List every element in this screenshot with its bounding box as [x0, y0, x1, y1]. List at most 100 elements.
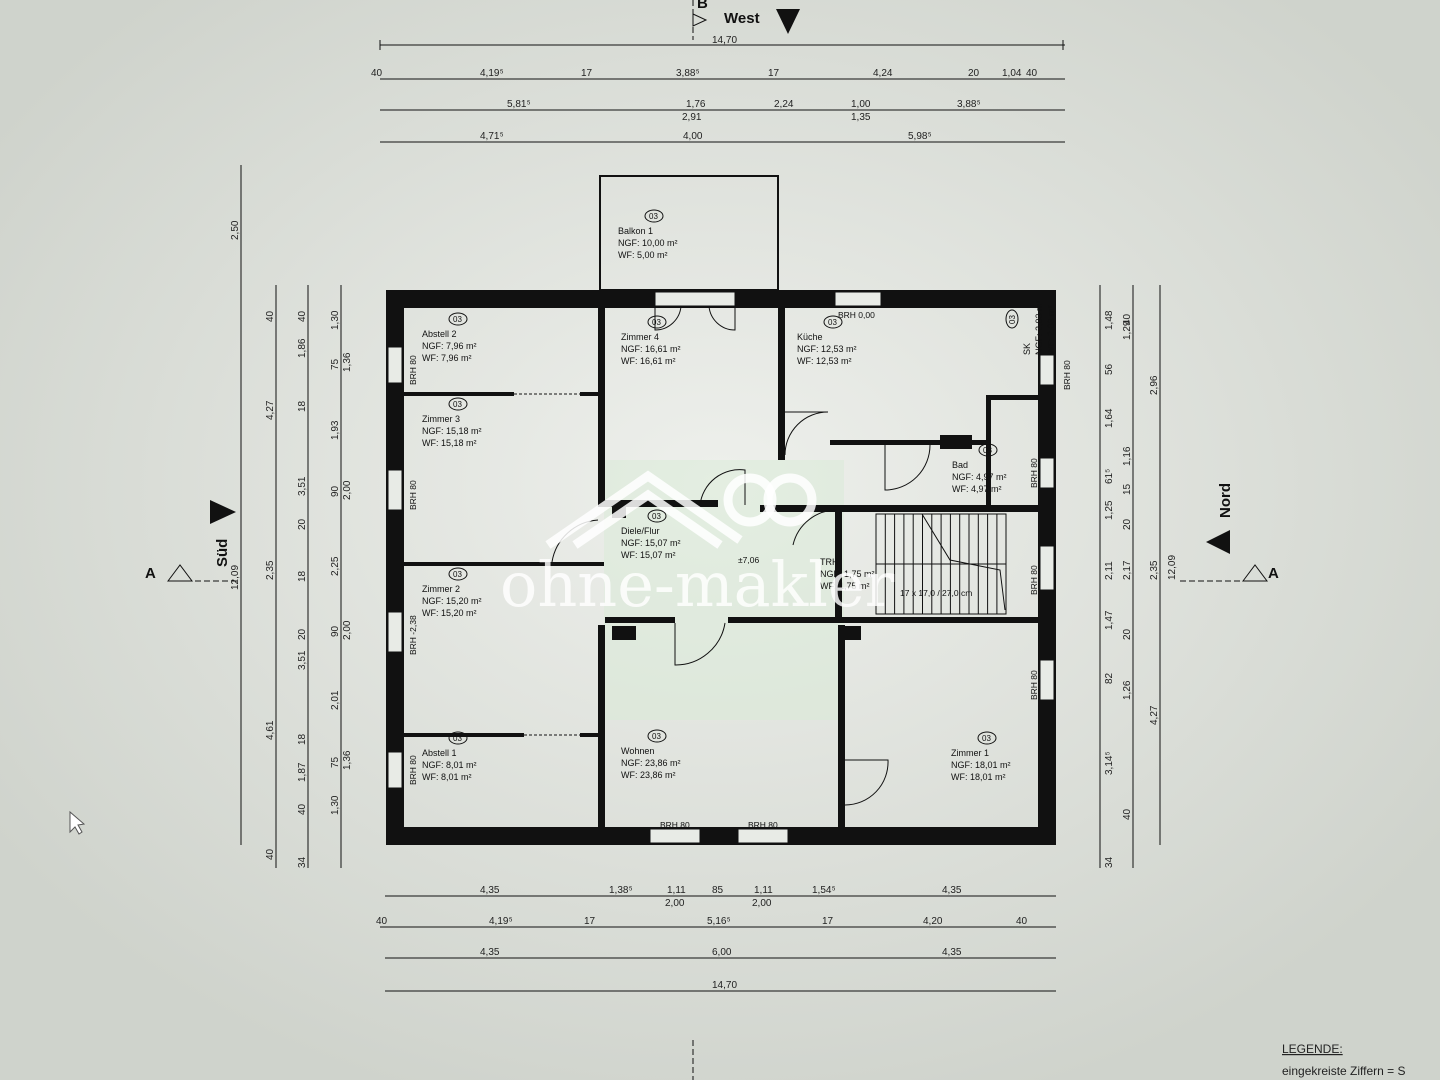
room-ngf: NGF: 4,97 m² — [952, 472, 1007, 482]
dim-bottom: 4,35 1,38⁵ 1,11 85 1,11 1,54⁵ 4,35 2,00 … — [376, 885, 1056, 992]
dim-left-a-0: 4,27 — [265, 400, 276, 420]
room-ngf: NGF: 10,00 m² — [618, 238, 678, 248]
dim-left-d-3: 90 — [330, 485, 341, 497]
room-ngf: NGF: 2,03 m² — [1034, 300, 1044, 355]
room-name: Zimmer 4 — [621, 332, 659, 342]
room-ngf: NGF: 18,01 m² — [951, 760, 1011, 770]
dim-top-r3-2: 5,98⁵ — [908, 131, 932, 142]
room-badge — [448, 397, 468, 411]
dim-bot-r1-2: 1,11 — [667, 885, 686, 896]
dim-left-a-end1: 40 — [265, 848, 276, 860]
brh-sk: BRH 80 — [1062, 360, 1072, 390]
openings — [514, 393, 580, 736]
dim-bot-r1-3: 85 — [712, 885, 724, 896]
dim-bot-r2-6: 40 — [1016, 916, 1028, 927]
room-wf: WF: 1,75 m² — [820, 581, 870, 591]
room-badge-text: 03 — [649, 212, 658, 221]
section-a-right: A — [1180, 564, 1279, 582]
nord-label: Nord — [1217, 483, 1234, 518]
dim-top-r1-0: 40 — [371, 68, 383, 79]
dim-left-c-end0: 40 — [297, 310, 308, 322]
room-badge-text: 03 — [1008, 315, 1017, 324]
dim-right-a-3: 3,14⁵ — [1104, 751, 1115, 775]
room-wf: WF: 15,18 m² — [422, 438, 477, 448]
dim-top: 14,70 40 4,19⁵ 17 3,88⁵ 17 4,24 20 1,04 … — [371, 35, 1065, 143]
room-badge — [978, 443, 998, 457]
dim-top-r1-7: 1,04 — [1002, 68, 1022, 79]
dim-bot-r1-0: 4,35 — [480, 885, 500, 896]
legend: LEGENDE: eingekreiste Ziffern = S — [1282, 1042, 1406, 1078]
dim-bot-r1s-0: 2,00 — [665, 898, 685, 909]
west-arrow-icon — [776, 9, 800, 34]
room-wf: WF: 15,20 m² — [422, 608, 477, 618]
dim-bot-r1s-1: 2,00 — [752, 898, 772, 909]
legend-title: LEGENDE: — [1282, 1042, 1343, 1056]
room-wf: WF: 12,53 m² — [797, 356, 852, 366]
room-ngf: NGF: 15,20 m² — [422, 596, 482, 606]
room-wf: WF: 16,61 m² — [621, 356, 676, 366]
room-badge — [448, 567, 468, 581]
room-ngf: NGF: 16,61 m² — [621, 344, 681, 354]
dim-top-r1-1: 4,19⁵ — [480, 68, 504, 79]
room-wf: WF: 7,96 m² — [422, 353, 472, 363]
brh-kueche: BRH 0,00 — [838, 310, 875, 320]
mouse-cursor-icon — [69, 810, 86, 835]
dim-right-b-4: 1,47 — [1104, 610, 1115, 630]
dim-left-balkon: 2,50 — [230, 220, 241, 240]
brh-zimmer3: BRH 80 — [408, 480, 418, 510]
dim-top-r2-3: 1,00 — [851, 99, 871, 110]
room-ngf: NGF: 7,96 m² — [422, 341, 477, 351]
dim-bot-overall: 14,70 — [712, 980, 737, 991]
dim-right-c-1: 56 — [1104, 363, 1115, 375]
staircase — [875, 513, 1007, 615]
brh-treppe: BRH 80 — [1029, 565, 1039, 595]
section-a-right-label: A — [1268, 565, 1279, 582]
dim-bot-r3-0: 4,35 — [480, 947, 500, 958]
dim-left-overall: 12,09 — [230, 565, 241, 590]
dim-top-r2-1: 1,76 — [686, 99, 706, 110]
compass-nord: Nord — [1206, 483, 1234, 554]
room-badge — [823, 315, 843, 329]
dim-top-r2-0: 5,81⁵ — [507, 99, 531, 110]
brh-zimmer2: BRH -2,38 — [408, 615, 418, 655]
dim-left-a-1: 2,35 — [265, 560, 276, 580]
watermark-text: ohne-makler — [500, 548, 895, 621]
room-wf: WF: 4,97 m² — [952, 484, 1002, 494]
dim-bot-r2-3: 5,16⁵ — [707, 916, 731, 927]
dim-bot-r2-4: 17 — [822, 916, 834, 927]
dim-left-b-1: 20 — [297, 518, 308, 530]
dim-left-b-4: 18 — [297, 733, 308, 745]
dim-right-bs-2: 2,17 — [1122, 560, 1133, 580]
room-badge-text: 03 — [983, 446, 992, 455]
stair-note: 17 x 17,0 / 27,0 cm — [900, 588, 972, 598]
room-badge — [647, 729, 667, 743]
room-name: Diele/Flur — [621, 526, 660, 536]
dim-right-b-3: 2,11 — [1104, 561, 1115, 580]
room-ngf: NGF: 15,18 m² — [422, 426, 482, 436]
brh-wohnen-1: BRH 80 — [660, 820, 690, 830]
room-wf: WF: 2,03 m² — [1046, 305, 1056, 355]
room-ngf: NGF: 23,86 m² — [621, 758, 681, 768]
dim-right-c-0: 40 — [1122, 313, 1133, 325]
dim-right-as-2: 20 — [1122, 518, 1133, 530]
room-ngf: NGF: 12,53 m² — [797, 344, 857, 354]
room-badge-text: 03 — [652, 732, 661, 741]
compass-sued: Süd — [210, 500, 236, 567]
room-badge — [644, 209, 664, 223]
dim-right-as-0: 1,16 — [1122, 446, 1133, 466]
nord-arrow-icon — [1206, 530, 1230, 554]
dim-left-b-3: 20 — [297, 628, 308, 640]
dim-left-c-2: 3,51 — [297, 650, 308, 670]
room-ngf: NGF: 8,01 m² — [422, 760, 477, 770]
room-badge-text: 03 — [982, 734, 991, 743]
dim-right-as-1: 15 — [1122, 483, 1133, 495]
windows — [387, 291, 1055, 844]
dim-right-b-0: 1,48 — [1104, 310, 1115, 330]
room-badge — [448, 731, 468, 745]
dim-bot-r2-1: 4,19⁵ — [489, 916, 513, 927]
